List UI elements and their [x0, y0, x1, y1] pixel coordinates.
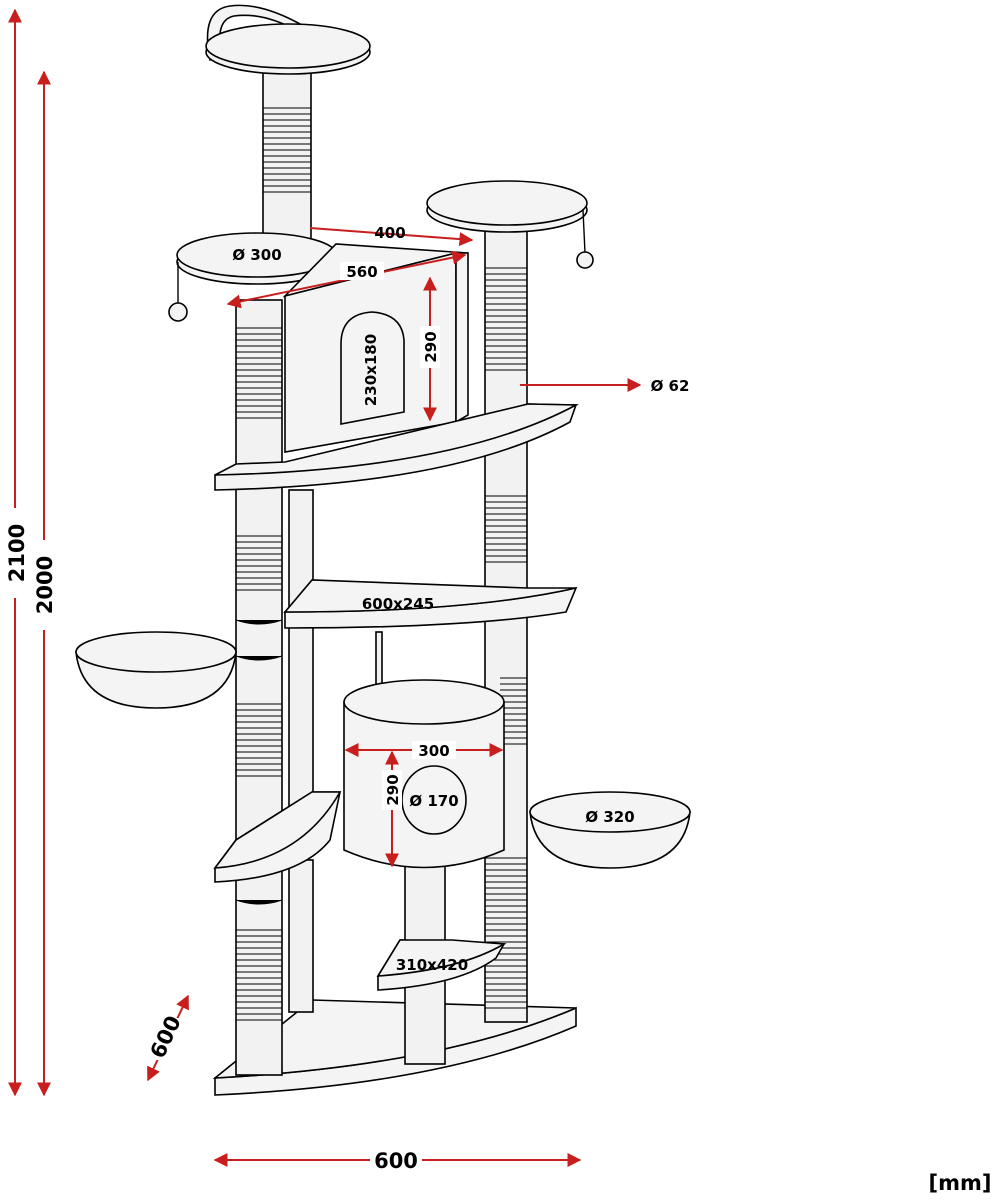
top-platform	[205, 23, 371, 69]
back-strut	[375, 631, 383, 689]
small-shelf-label: 310x420	[396, 956, 468, 974]
middle-shelf-label: 600x245	[362, 595, 434, 613]
dimension-560: 560	[226, 250, 467, 309]
back-post-lower	[288, 859, 314, 1013]
cylinder-height-label: 290	[384, 774, 402, 805]
right-top-platform	[426, 180, 588, 226]
dimension-house-290: 290	[420, 276, 440, 422]
cylinder-top	[343, 679, 505, 725]
cylinder-width-label: 300	[418, 742, 449, 760]
dimension-cylinder-290: 290	[382, 750, 402, 868]
small-shelf-top	[376, 939, 507, 977]
left-post	[235, 299, 283, 1076]
dimension-base-depth: 600	[146, 994, 189, 1082]
cylinder-hole-label: Ø 170	[409, 792, 458, 810]
house-side-wall	[455, 252, 469, 424]
dimension-cylinder-300: 300	[344, 741, 504, 760]
back-post-upper	[288, 489, 314, 807]
post-diameter-label: Ø 62	[651, 377, 690, 395]
base-width-label: 600	[374, 1149, 418, 1173]
right-post-sisal	[485, 267, 527, 1009]
right-toy-ball	[576, 251, 594, 269]
dimension-400: 400	[309, 224, 474, 247]
upper-shelf-top	[214, 403, 580, 476]
top-post-sisal	[263, 107, 311, 193]
total-height-dimension: 2100	[0, 8, 30, 1097]
right-bowl-rim	[529, 791, 691, 833]
unit-label: [mm]	[929, 1171, 992, 1195]
total-height-label: 2100	[5, 524, 29, 582]
house-door	[340, 311, 405, 425]
dimension-post-62: Ø 62	[520, 377, 689, 395]
post-height-label: 2000	[33, 556, 57, 614]
left-post-sisal	[235, 327, 283, 1021]
middle-shelf-top	[283, 579, 577, 613]
span-560-label: 560	[346, 263, 377, 281]
lower-left-shelf-top	[213, 791, 342, 869]
right-bowl-label: Ø 320	[585, 808, 634, 826]
post-height-dimension: 2000	[30, 70, 60, 1097]
left-platform-label: Ø 300	[232, 246, 281, 264]
right-toy-string	[582, 209, 586, 254]
left-toy-ball	[168, 302, 188, 322]
dimension-base-width: 600	[213, 1148, 582, 1173]
house-door-label: 230x180	[362, 334, 380, 406]
house-height-label: 290	[422, 331, 440, 362]
left-bowl-rim	[75, 631, 237, 673]
span-400-label: 400	[374, 224, 405, 242]
